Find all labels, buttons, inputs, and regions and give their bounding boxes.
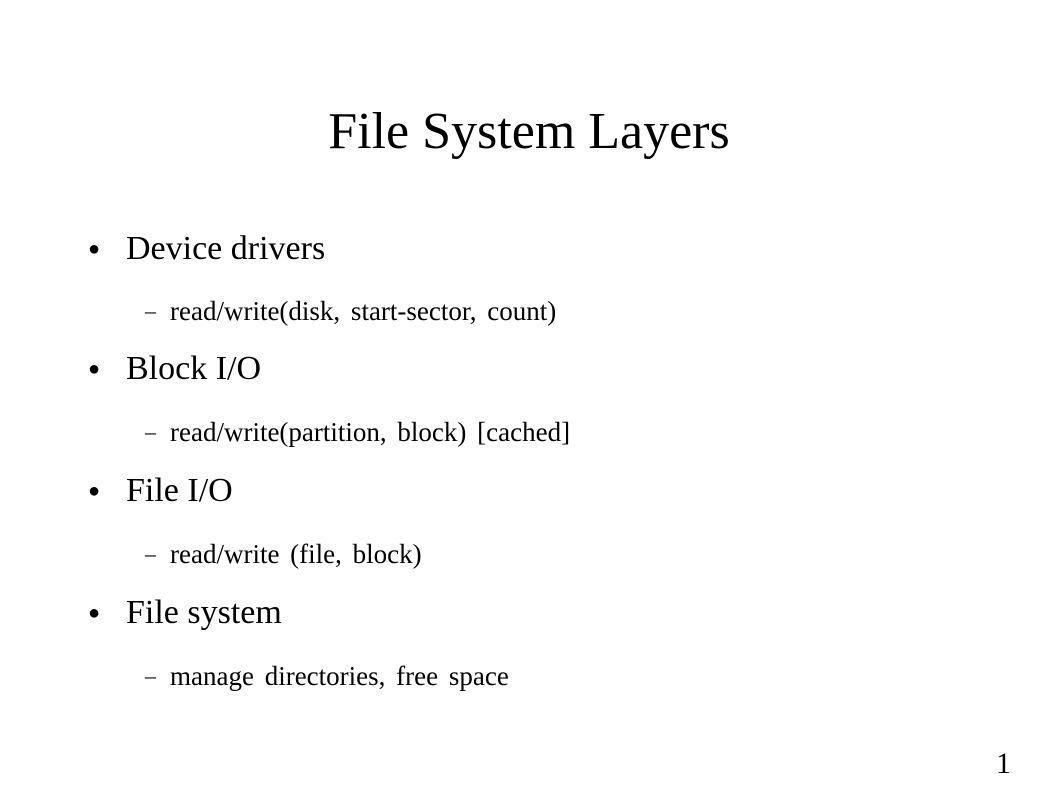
- dash-icon: –: [145, 419, 156, 444]
- bullet-label: Device drivers: [126, 230, 326, 267]
- sub-bullet-label: manage directories, free space: [170, 661, 509, 691]
- bullet-file-io: ● File I/O: [88, 466, 233, 516]
- bullet-label: File system: [126, 594, 282, 631]
- bullet-dot-icon: ●: [88, 602, 101, 624]
- sub-bullet-label: read/write(partition, block) [cached]: [170, 417, 571, 447]
- dash-icon: –: [145, 298, 156, 323]
- slide-title: File System Layers: [328, 103, 730, 160]
- sub-bullet-label: read/write (file, block): [170, 539, 422, 569]
- dash-icon: –: [145, 663, 156, 688]
- bullet-dot-icon: ●: [88, 238, 101, 260]
- bullet-dot-icon: ●: [88, 358, 101, 380]
- sub-bullet-file-io: – read/write (file, block): [145, 534, 422, 574]
- bullet-device-drivers: ● Device drivers: [88, 224, 325, 274]
- sub-bullet-device-drivers: – read/write(disk, start-sector, count): [145, 291, 556, 331]
- dash-icon: –: [145, 541, 156, 566]
- bullet-block-io: ● Block I/O: [88, 344, 261, 394]
- sub-bullet-block-io: – read/write(partition, block) [cached]: [145, 412, 570, 452]
- bullet-label: File I/O: [126, 472, 233, 509]
- page-number: 1: [996, 747, 1011, 780]
- bullet-dot-icon: ●: [88, 480, 101, 502]
- sub-bullet-label: read/write(disk, start-sector, count): [170, 296, 557, 326]
- bullet-file-system: ● File system: [88, 588, 282, 638]
- bullet-label: Block I/O: [126, 350, 262, 387]
- sub-bullet-file-system: – manage directories, free space: [145, 656, 509, 696]
